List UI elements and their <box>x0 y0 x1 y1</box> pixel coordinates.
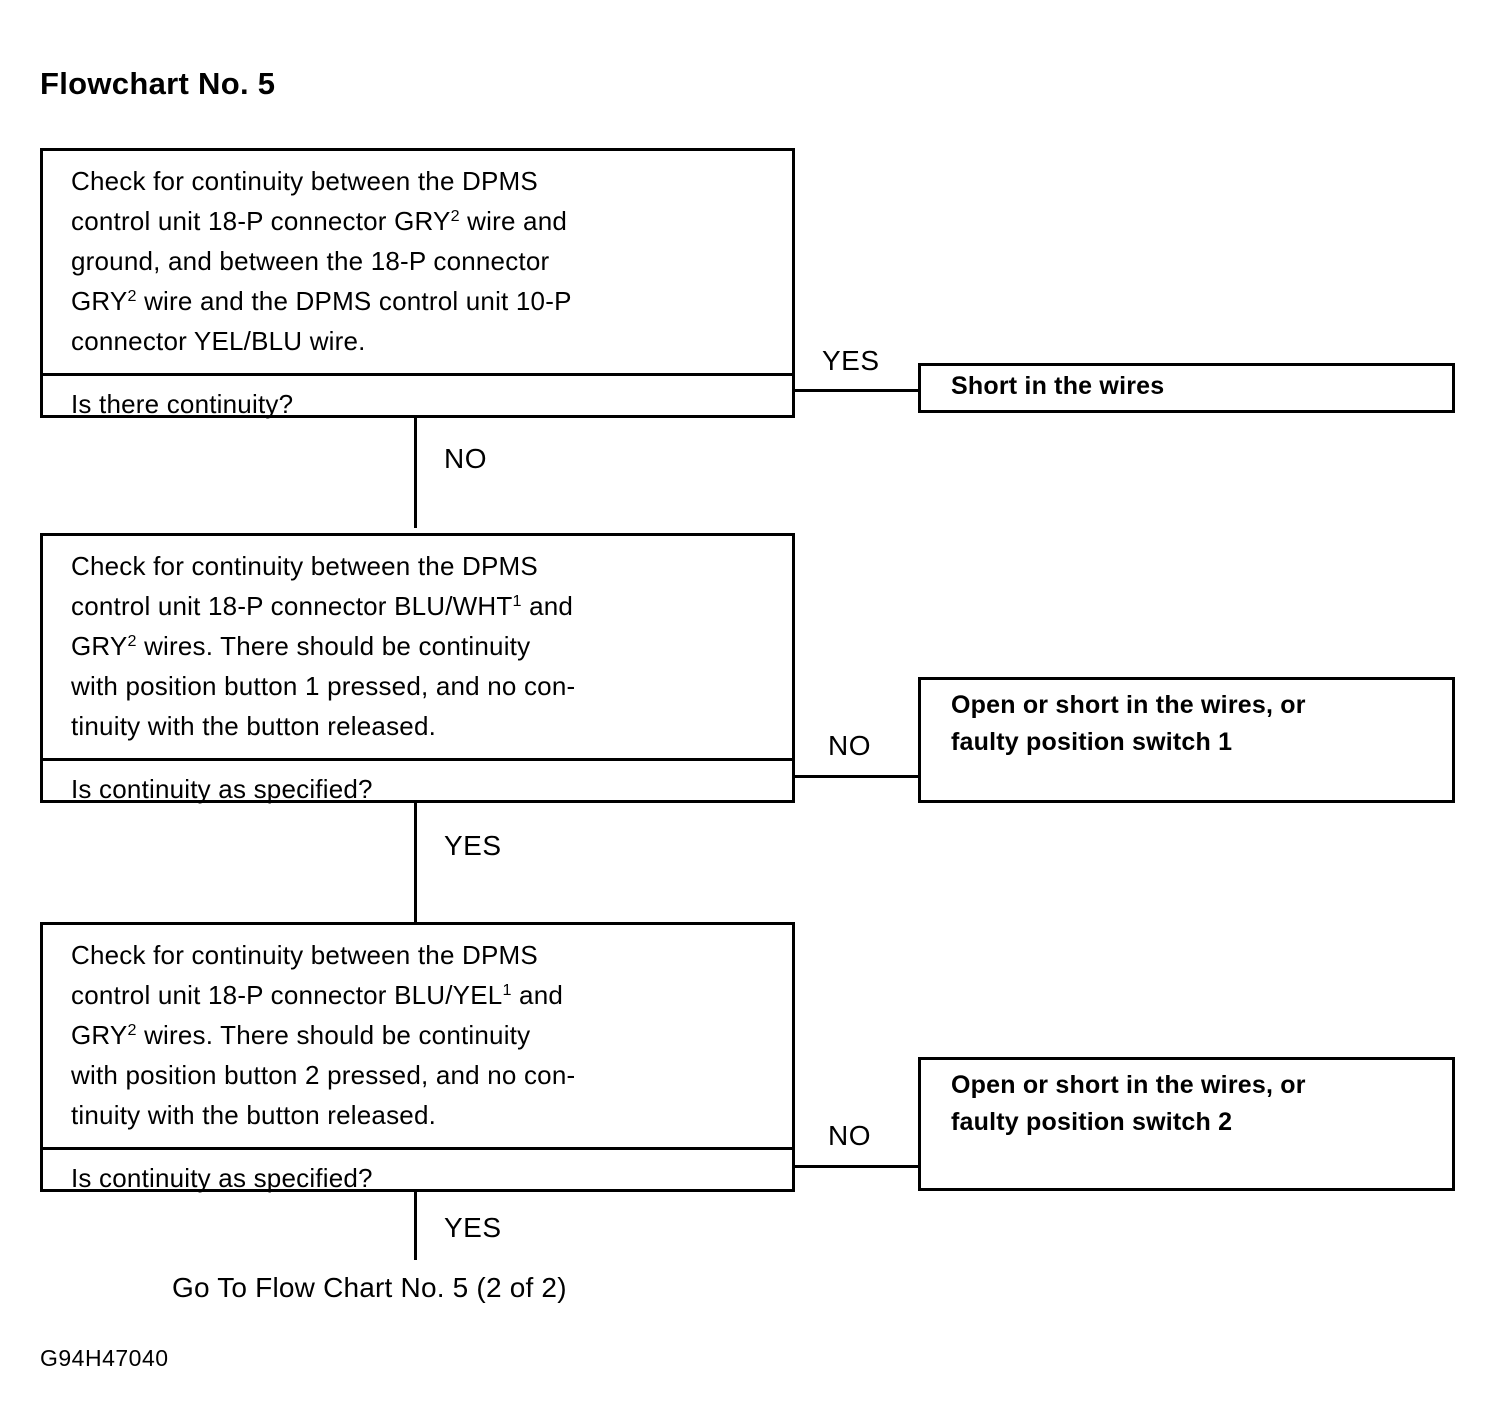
decision-3-instruction-line-2a: control unit 18-P connector BLU/YEL <box>71 980 503 1010</box>
decision-1-instruction-line-2a: control unit 18-P connector GRY <box>71 206 451 236</box>
edge-line-decision1-yes <box>795 389 921 392</box>
edge-label-decision3-no: NO <box>828 1120 871 1151</box>
decision-1-instruction-line-3: ground, and between the 18-P connector <box>71 246 550 276</box>
decision-1-instruction-line-5: connector YEL/BLU wire. <box>71 326 366 356</box>
goto-flowchart-reference: Go To Flow Chart No. 5 (2 of 2) <box>172 1272 567 1303</box>
decision-1-instruction-line-2-superscript: 2 <box>450 207 460 226</box>
decision-3-instruction-line-2-superscript: 1 <box>502 981 512 1000</box>
decision-3-instruction: Check for continuity between the DPMS co… <box>43 925 792 1147</box>
decision-2-instruction-line-3b: wires. There should be continuity <box>136 631 531 661</box>
decision-3-instruction-line-3a: GRY <box>71 1020 128 1050</box>
decision-1-instruction-line-4-superscript: 2 <box>127 287 137 306</box>
decision-2-instruction-line-2b: and <box>521 591 574 621</box>
edge-line-decision2-no <box>795 775 921 778</box>
edge-label-decision1-yes: YES <box>822 345 880 376</box>
result-1-line-1: Short in the wires <box>951 372 1165 400</box>
result-3-line-2: faulty position switch 2 <box>951 1108 1233 1136</box>
decision-1-instruction-line-4a: GRY <box>71 286 128 316</box>
result-3-text: Open or short in the wires, or faulty po… <box>921 1060 1306 1141</box>
edge-label-decision2-no: NO <box>828 730 871 761</box>
result-2-text: Open or short in the wires, or faulty po… <box>921 680 1306 761</box>
decision-2-instruction-line-3a: GRY <box>71 631 128 661</box>
decision-1-instruction: Check for continuity between the DPMS co… <box>43 151 792 373</box>
decision-1-divider <box>43 373 792 376</box>
decision-2-divider <box>43 758 792 761</box>
decision-3-instruction-line-1: Check for continuity between the DPMS <box>71 940 538 970</box>
result-1-text: Short in the wires <box>921 366 1164 405</box>
decision-box-2: Check for continuity between the DPMS co… <box>40 533 795 804</box>
decision-3-instruction-line-3-superscript: 2 <box>127 1021 137 1040</box>
edge-line-decision3-yes <box>414 1192 417 1260</box>
edge-line-decision3-no <box>795 1165 921 1168</box>
edge-label-decision1-no: NO <box>444 443 487 474</box>
decision-3-instruction-line-5: tinuity with the button released. <box>71 1100 437 1130</box>
result-2-line-2: faulty position switch 1 <box>951 728 1233 756</box>
result-2-line-1: Open or short in the wires, or <box>951 691 1306 719</box>
decision-2-instruction-line-2-superscript: 1 <box>512 592 522 611</box>
result-box-3: Open or short in the wires, or faulty po… <box>918 1057 1455 1191</box>
decision-3-instruction-line-2b: and <box>511 980 564 1010</box>
decision-1-instruction-line-2b: wire and <box>459 206 568 236</box>
edge-label-decision2-yes: YES <box>444 830 502 861</box>
decision-2-instruction: Check for continuity between the DPMS co… <box>43 536 792 758</box>
decision-2-instruction-line-5: tinuity with the button released. <box>71 711 437 741</box>
decision-box-3: Check for continuity between the DPMS co… <box>40 922 795 1193</box>
decision-2-instruction-line-3-superscript: 2 <box>127 632 137 651</box>
decision-3-instruction-line-4: with position button 2 pressed, and no c… <box>71 1060 576 1090</box>
decision-1-instruction-line-1: Check for continuity between the DPMS <box>71 166 538 196</box>
page-title: Flowchart No. 5 <box>40 66 276 101</box>
edge-label-decision3-yes: YES <box>444 1212 502 1243</box>
decision-3-divider <box>43 1147 792 1150</box>
decision-box-1: Check for continuity between the DPMS co… <box>40 148 795 419</box>
result-3-line-1: Open or short in the wires, or <box>951 1071 1306 1099</box>
result-box-2: Open or short in the wires, or faulty po… <box>918 677 1455 803</box>
decision-1-question: Is there continuity? <box>71 389 294 419</box>
decision-3-instruction-line-3b: wires. There should be continuity <box>136 1020 531 1050</box>
edge-line-decision2-yes <box>414 803 417 925</box>
edge-line-decision1-no <box>414 418 417 528</box>
decision-2-instruction-line-1: Check for continuity between the DPMS <box>71 551 538 581</box>
document-code: G94H47040 <box>40 1345 169 1371</box>
result-box-1: Short in the wires <box>918 363 1455 413</box>
decision-2-instruction-line-4: with position button 1 pressed, and no c… <box>71 671 576 701</box>
decision-1-instruction-line-4b: wire and the DPMS control unit 10-P <box>136 286 572 316</box>
decision-3-question: Is continuity as specified? <box>71 1163 373 1193</box>
decision-2-instruction-line-2a: control unit 18-P connector BLU/WHT <box>71 591 513 621</box>
decision-2-question: Is continuity as specified? <box>71 774 373 804</box>
